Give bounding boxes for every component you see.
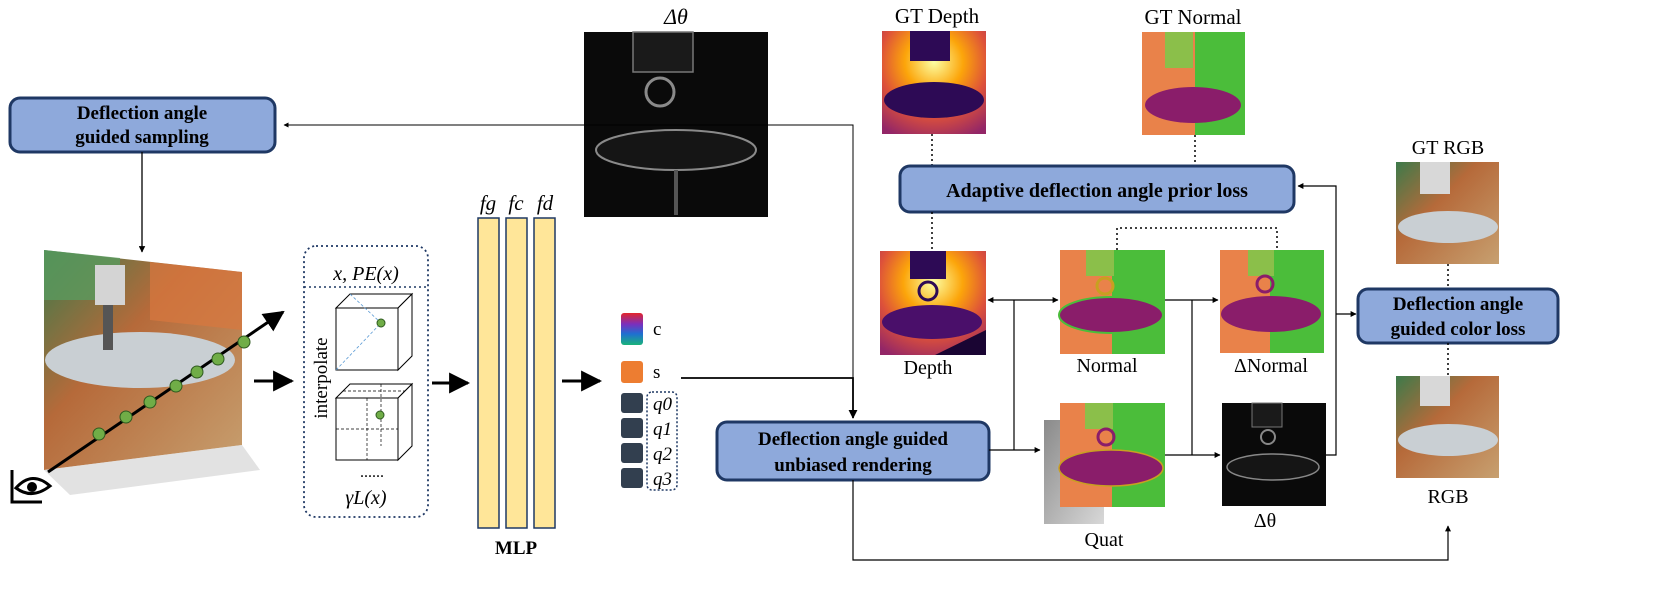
- q3-swatch: [621, 468, 643, 488]
- prior-loss-box: Adaptive deflection angle prior loss: [898, 164, 1296, 214]
- cube-grid: [334, 382, 414, 462]
- depth-label: Depth: [904, 357, 953, 379]
- cube-hash: [334, 292, 414, 372]
- mlp-label: MLP: [495, 538, 538, 559]
- sample-point: [92, 427, 106, 441]
- dots-label: ......: [360, 464, 384, 481]
- sample-point: [237, 335, 251, 349]
- encoding-box: x, PE(x) interpolate ...... γL(x): [303, 245, 429, 518]
- interpolate-label: interpolate: [311, 337, 332, 418]
- depth-image: [880, 251, 986, 355]
- gt-rgb-label: GT RGB: [1412, 137, 1484, 159]
- sdf-output-swatch: [621, 361, 643, 383]
- normal-pair-dotted: [1116, 227, 1278, 250]
- q0-label: q0: [653, 394, 673, 415]
- color-loss-line1: Deflection angle: [1393, 294, 1523, 315]
- color-loss-box: Deflection angle guided color loss: [1356, 287, 1560, 345]
- gt-depth-image: [882, 31, 986, 134]
- mlp-bar-fc: [505, 217, 528, 529]
- sample-point: [143, 395, 157, 409]
- fc-label: fc: [508, 191, 524, 215]
- delta-theta-bottom-label: Δθ: [1254, 510, 1276, 532]
- sample-point: [190, 365, 204, 379]
- delta-theta-top-label: Δθ: [663, 4, 688, 29]
- gamma-label: γL(x): [345, 487, 387, 509]
- gt-normal-image: [1142, 32, 1245, 135]
- eye-icon: [10, 470, 53, 504]
- s-label: s: [653, 362, 660, 383]
- rendering-line2: unbiased rendering: [774, 455, 932, 476]
- c-label: c: [653, 319, 661, 340]
- lamp-shade: [95, 265, 125, 305]
- mlp-bar-fg: [477, 217, 500, 529]
- rendering-box: Deflection angle guided unbiased renderi…: [715, 420, 991, 482]
- q2-swatch: [621, 443, 643, 463]
- sampling-line1: Deflection angle: [77, 103, 207, 124]
- q0-swatch: [621, 393, 643, 413]
- q1-swatch: [621, 418, 643, 438]
- fd-label: fd: [537, 191, 554, 215]
- sampling-box: Deflection angle guided sampling: [8, 96, 277, 154]
- scene-image: [44, 250, 260, 495]
- output-to-rendering-line: [681, 377, 858, 419]
- mlp-block: fg fc fd MLP: [477, 191, 556, 559]
- feedback-to-sampling-line: [283, 122, 854, 418]
- pe-label: x, PE(x): [332, 263, 399, 285]
- sample-point: [119, 410, 133, 424]
- gt-rgb-image: [1396, 162, 1499, 264]
- delta-normal-image: [1220, 250, 1324, 353]
- normal-label: Normal: [1076, 355, 1138, 377]
- gt-depth-label: GT Depth: [895, 4, 980, 28]
- sample-point: [169, 379, 183, 393]
- camera-ray: [47, 310, 285, 474]
- q3-label: q3: [653, 469, 672, 490]
- q2-label: q2: [653, 444, 673, 465]
- q1-label: q1: [653, 419, 672, 440]
- sampling-line2: guided sampling: [75, 127, 209, 148]
- rendering-connections: [852, 183, 1451, 561]
- color-output-swatch: [621, 313, 643, 345]
- normal-image: [1058, 250, 1165, 354]
- quat-image: [1044, 403, 1165, 524]
- table-top: [45, 332, 235, 388]
- color-loss-line2: guided color loss: [1391, 319, 1526, 340]
- fg-label: fg: [480, 191, 496, 215]
- prior-loss-label: Adaptive deflection angle prior loss: [946, 180, 1248, 202]
- delta-theta-bottom-image: [1222, 402, 1326, 506]
- quat-label: Quat: [1085, 529, 1124, 551]
- rendering-line1: Deflection angle guided: [758, 429, 948, 450]
- rgb-label: RGB: [1427, 486, 1468, 508]
- rgb-image: [1396, 376, 1499, 478]
- gt-normal-label: GT Normal: [1144, 5, 1241, 29]
- mlp-bar-fd: [533, 217, 556, 529]
- mlp-outputs: c s q0 q1 q2 q3: [621, 313, 678, 491]
- sample-point: [211, 352, 225, 366]
- delta-normal-label: ΔNormal: [1234, 355, 1308, 377]
